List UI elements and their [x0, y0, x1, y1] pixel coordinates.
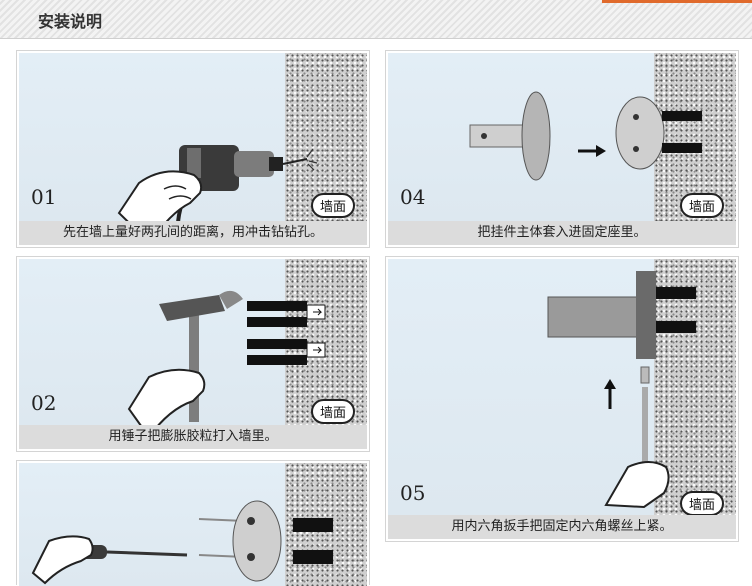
step-number: 04 — [400, 185, 426, 209]
screwdriver-illustration — [31, 500, 333, 585]
step-caption: 把挂件主体套入进固定座里。 — [388, 221, 736, 245]
step-caption: 先在墙上量好两孔间的距离，用冲击钻钻孔。 — [19, 221, 367, 245]
wall-anchor-icon — [247, 301, 326, 365]
mounting-base-icon — [232, 500, 333, 582]
step-number: 05 — [400, 481, 426, 505]
wall-label-bubble: 墙面 — [311, 399, 356, 424]
wall-label-bubble: 墙面 — [680, 491, 725, 516]
wall-texture — [285, 53, 367, 221]
header-banner: 安装说明 — [0, 0, 752, 39]
hammer-illustration — [127, 290, 326, 439]
holder-body-icon — [547, 271, 696, 359]
hex-screw-icon — [640, 366, 650, 384]
step-number: 02 — [31, 391, 57, 415]
hand-icon — [604, 461, 670, 509]
step-illustration-02: 02 墙面 — [19, 259, 367, 439]
wall-texture — [285, 259, 367, 425]
step-panel-01: 01 墙面 先在墙上量好两孔间的距离，用冲击钻钻孔。 — [16, 50, 370, 248]
step-panel-05: 05 墙面 用内六角扳手把固定内六角螺丝上紧。 — [385, 256, 739, 542]
wall-label-bubble: 墙面 — [311, 193, 356, 218]
step-illustration-04: 04 墙面 — [388, 53, 736, 221]
wall-texture — [654, 259, 736, 515]
step-illustration-05: 05 墙面 — [388, 259, 736, 516]
step-panel-02: 02 墙面 用锤子把膨胀胶粒打入墙里。 — [16, 256, 370, 452]
step-illustration-03 — [19, 463, 367, 586]
mount-assembly-illustration — [469, 91, 702, 181]
step-illustration-01: 01 墙面 — [19, 53, 367, 245]
arrow-up-icon — [604, 379, 616, 409]
hand-icon — [127, 368, 206, 439]
mounting-base-icon — [615, 96, 702, 170]
arrow-right-icon — [578, 145, 606, 157]
holder-body-icon — [469, 91, 551, 181]
hammer-icon — [159, 290, 243, 422]
step-caption: 用锤子把膨胀胶粒打入墙里。 — [19, 425, 367, 449]
header-accent-bar — [602, 0, 752, 3]
step-panel-04: 04 墙面 把挂件主体套入进固定座里。 — [385, 50, 739, 248]
step-caption: 用内六角扳手把固定内六角螺丝上紧。 — [388, 515, 736, 539]
tighten-screw-illustration — [547, 271, 696, 509]
wall-label-bubble: 墙面 — [680, 193, 725, 218]
step-number: 01 — [31, 185, 57, 209]
page-title: 安装说明 — [38, 12, 103, 31]
step-panel-03 — [16, 460, 370, 586]
hex-key-icon — [642, 387, 648, 469]
hand-icon — [31, 535, 94, 585]
